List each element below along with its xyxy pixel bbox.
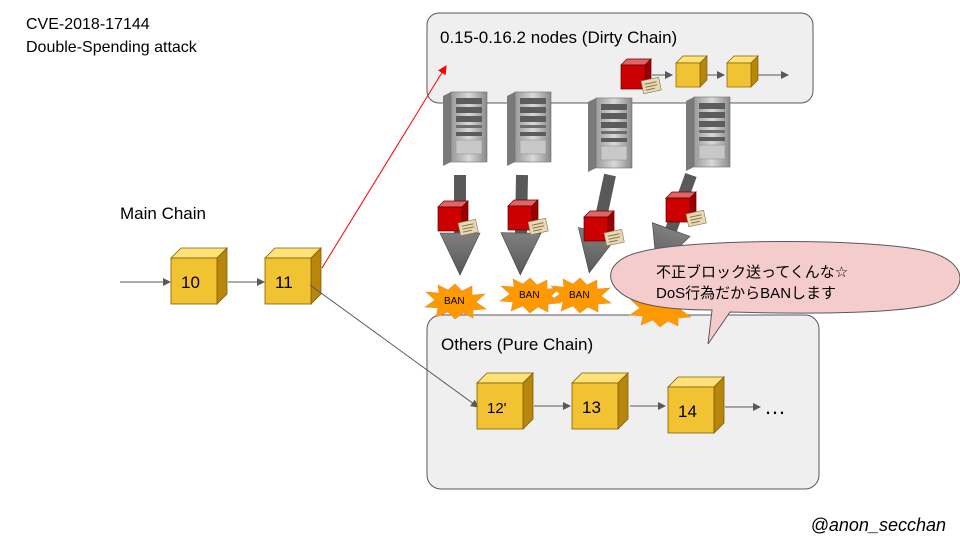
block-number: 13 [582,398,601,417]
pure-chain-label: Others (Pure Chain) [441,335,593,354]
invalid-block [507,199,549,236]
ban-text: BAN [519,290,540,301]
speech-bubble-line-1: 不正ブロック送ってくんな☆ [656,263,848,281]
pure-chain-block-14: 14 [667,376,725,434]
main-chain-block-10: 10 [170,247,228,305]
dirty-chain-label: 0.15-0.16.2 nodes (Dirty Chain) [440,28,677,47]
speech-bubble: 不正ブロック送ってくんな☆ DoS行為だからBANします [610,241,960,345]
ban-text: BAN [569,290,590,301]
server-icon [587,97,633,173]
ban-burst: BAN [499,277,562,314]
pure-chain-block-12: 12' [476,372,534,430]
invalid-block [665,191,707,228]
main-chain-block-11: 11 [264,247,322,305]
server-icon [506,91,552,167]
block-number: 11 [275,273,293,292]
invalid-block [437,200,479,237]
attack-fork-arrow [321,65,447,269]
ban-burst: BAN [549,277,612,314]
title-line-2: Double-Spending attack [26,39,198,56]
block-number: 10 [181,273,200,292]
dirty-chain-block [726,55,759,88]
main-chain-label: Main Chain [120,204,206,223]
invalid-block [583,210,625,247]
block-number: 14 [678,402,697,421]
pure-fork-arrow [309,284,479,408]
title-line-1: CVE-2018-17144 [26,16,150,33]
ban-burst: BAN [424,283,487,320]
pure-chain-block-13: 13 [571,372,629,430]
block-number: 12' [487,400,507,417]
server-icon [685,96,731,172]
pure-chain-ellipsis: … [764,394,786,419]
speech-bubble-line-2: DoS行為だからBANします [656,285,836,302]
dirty-chain-block [675,55,708,88]
server-icon [442,91,488,167]
ban-text: BAN [444,296,465,307]
author-credit: @anon_secchan [811,515,946,535]
